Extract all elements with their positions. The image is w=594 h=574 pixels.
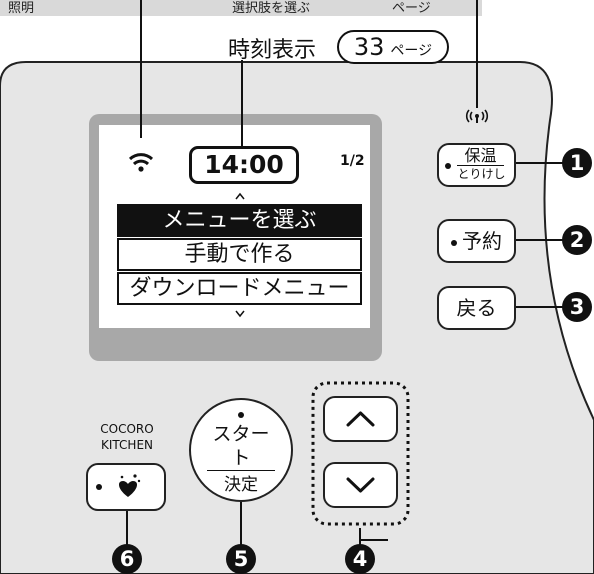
sparkle-heart-icon [118,474,141,497]
callout-number-4: 4 [345,544,375,574]
indicator-dot [445,163,451,169]
confirm-label: 決定 [224,475,258,495]
callout-number-5: 5 [226,544,256,574]
page-reference-number: 33 [353,33,385,61]
top-strip-text-left: 照明 [8,1,35,16]
down-button[interactable] [323,462,398,508]
cocoro-kitchen-label: COCORO KITCHEN [94,421,160,453]
callout-number-2: 2 [562,225,592,255]
top-strip-text-right: ページ [392,1,431,16]
indicator-dot [96,484,102,490]
chevron-up-icon [346,411,375,427]
wifi-icon [128,153,154,172]
cocoro-label: COCORO [100,422,154,436]
reserve-button[interactable]: 予約 [437,219,516,263]
back-label: 戻る [456,296,497,320]
kitchen-label: KITCHEN [101,438,153,452]
keep-warm-cancel-button[interactable]: 保温 とりけし [437,143,516,187]
keep-warm-label: 保温 [457,147,504,166]
top-strip-text-mid: 選択肢を選ぶ [232,1,311,16]
antenna-signal-icon [465,109,489,123]
start-label: スタート [207,422,275,471]
cocoro-kitchen-button[interactable] [86,463,166,511]
callout-number-1: 1 [562,148,592,178]
reserve-label: 予約 [462,229,502,253]
top-strip [0,0,482,16]
menu-item-select-menu[interactable]: メニューを選ぶ [117,204,362,237]
page-indicator: 1/2 [340,153,365,169]
clock-display-caption: 時刻表示 [228,38,317,63]
cancel-label: とりけし [457,167,506,181]
caret-down-icon [235,310,245,318]
caret-up-icon [235,192,245,200]
callout-number-3: 3 [562,292,592,322]
back-button[interactable]: 戻る [437,286,516,330]
menu-item-manual[interactable]: 手動で作る [117,238,362,271]
indicator-dot [451,239,457,246]
chevron-down-icon [346,477,375,493]
indicator-dot [238,412,244,418]
page-reference-suffix: ページ [390,43,433,59]
callout-number-6: 6 [112,544,142,574]
menu-item-download-menu[interactable]: ダウンロードメニュー [117,272,362,305]
clock-display: 14:00 [189,146,299,184]
up-button[interactable] [323,396,398,442]
start-confirm-button[interactable]: スタート 決定 [189,398,293,502]
page-reference: 33 ページ [337,30,449,64]
